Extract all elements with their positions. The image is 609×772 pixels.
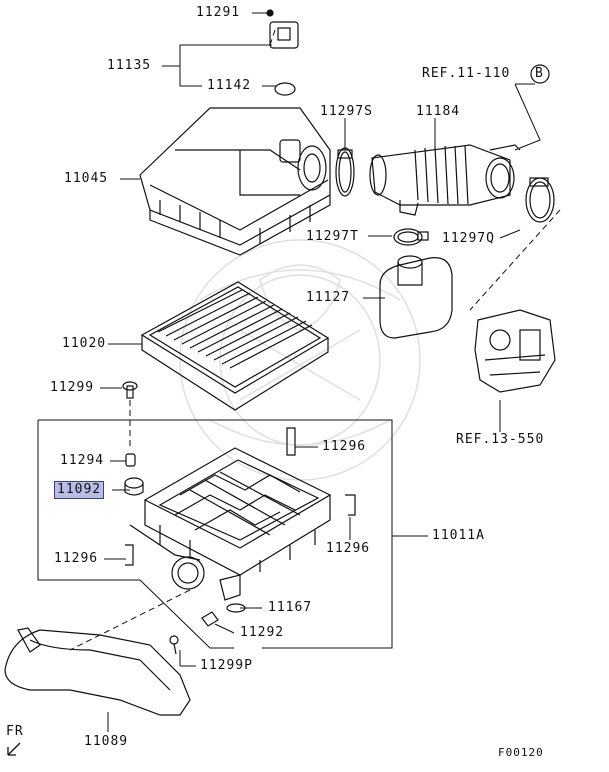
callout-11089[interactable]: 11089 [84,734,129,749]
callout-11142[interactable]: 11142 [207,78,252,93]
callout-11167[interactable]: 11167 [268,600,313,615]
group-frame [37,419,393,649]
leader-lines [100,12,541,732]
intake-hose [369,144,521,216]
callout-11296-right[interactable]: 11296 [326,541,371,556]
callout-11297T[interactable]: 11297T [306,229,359,244]
callout-11184[interactable]: 11184 [416,104,461,119]
front-arrow-icon [7,742,21,756]
air-filter-element [140,281,330,411]
hose-clamp-t [393,228,429,246]
seal-and-bolt [201,603,246,627]
callout-11135[interactable]: 11135 [107,58,152,73]
o-ring [274,82,296,96]
air-intake-duct [4,627,191,716]
callout-11092-highlighted[interactable]: 11092 [54,481,105,499]
ref-13-550[interactable]: REF.13-550 [456,432,545,447]
watermark [179,239,421,481]
bolt [122,381,138,399]
clip [125,427,356,566]
hose-clamp-q [525,177,555,223]
callout-11020[interactable]: 11020 [62,336,107,351]
callout-11297Q[interactable]: 11297Q [442,231,495,246]
air-cleaner-upper-case [139,107,331,256]
grommet [125,453,136,467]
callout-11292[interactable]: 11292 [240,625,285,640]
ref-11-110[interactable]: REF.11-110 [422,66,511,81]
air-cleaner-lower-case [129,447,332,601]
front-label: FR [6,724,24,739]
callout-11296-top[interactable]: 11296 [322,439,367,454]
callout-11299[interactable]: 11299 [50,380,95,395]
callout-11299P[interactable]: 11299P [200,658,253,673]
dashed-lines [69,29,561,651]
callout-11297S[interactable]: 11297S [320,104,373,119]
callout-11296-left[interactable]: 11296 [54,551,99,566]
throttle-body [474,309,556,393]
insulator [124,477,144,496]
callout-11294[interactable]: 11294 [60,453,105,468]
figure-code: F00120 [498,746,544,759]
ref-b-circle [530,64,550,84]
callout-11291[interactable]: 11291 [196,5,241,20]
hose-clamp-s [335,147,355,197]
resonator [379,255,453,339]
ref-b-label[interactable]: B [535,66,544,81]
airflow-sensor [266,9,299,49]
callout-11011A[interactable]: 11011A [432,528,485,543]
callout-11127[interactable]: 11127 [306,290,351,305]
callout-11045[interactable]: 11045 [64,171,109,186]
